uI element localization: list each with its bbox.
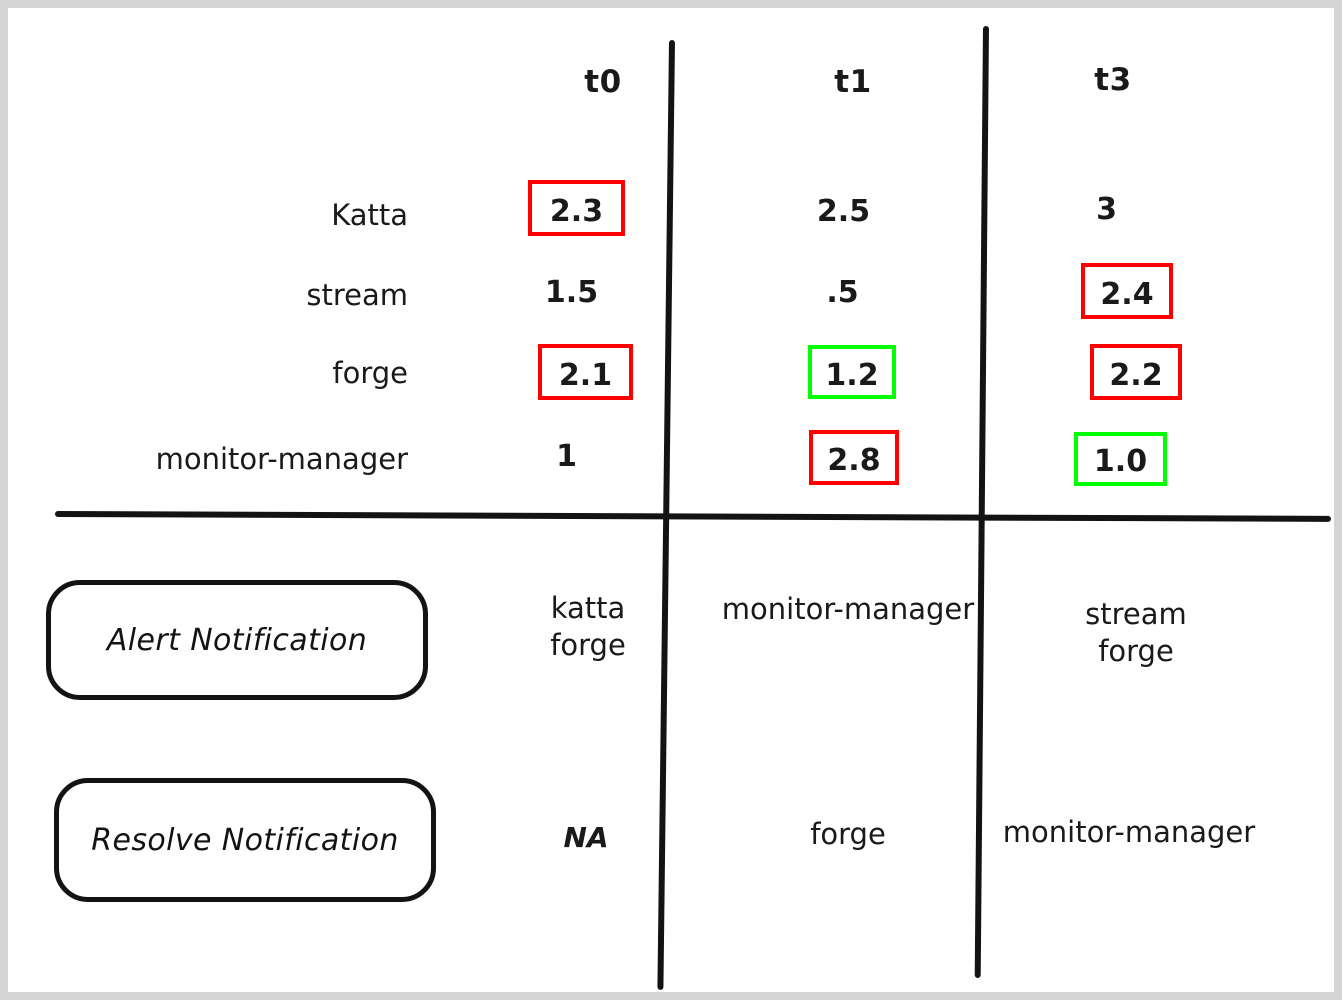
alert-value-t1: monitor-manager [721, 592, 975, 626]
value-katta-t1: 2.5 [816, 194, 871, 229]
resolve-notification-label: Resolve Notification [91, 822, 399, 858]
alert-notification-pill[interactable]: Alert Notification [46, 580, 428, 700]
highlight-box-red-katta-t0 [528, 180, 625, 236]
value-stream-t1: .5 [826, 275, 859, 310]
resolve-value-t0: NA [563, 821, 609, 854]
row-label-stream: stream [306, 278, 408, 312]
column-header-t1: t1 [834, 64, 872, 100]
highlight-box-red-forge-t0 [538, 344, 633, 400]
value-forge-t1: 1.2 [825, 358, 879, 393]
row-label-forge: forge [332, 356, 408, 390]
resolve-value-t1: forge [810, 817, 886, 851]
highlight-box-red-monitor-manager-t1 [809, 430, 899, 485]
highlight-box-red-stream-t3 [1081, 263, 1173, 319]
value-monitor-manager-t3: 1.0 [1093, 444, 1148, 479]
horizontal-divider-metrics-notifications [54, 511, 1332, 522]
value-katta-t0: 2.3 [549, 194, 604, 229]
alert-value-t3: stream forge [1085, 597, 1187, 669]
value-monitor-manager-t0: 1 [556, 439, 577, 474]
row-label-monitor-manager: monitor-manager [155, 442, 408, 476]
resolve-notification-pill[interactable]: Resolve Notification [54, 778, 436, 902]
resolve-value-t3: monitor-manager [1002, 815, 1256, 849]
highlight-box-green-monitor-manager-t3 [1074, 432, 1167, 486]
value-stream-t3: 2.4 [1100, 277, 1154, 312]
value-forge-t3: 2.2 [1109, 358, 1163, 393]
column-header-t3: t3 [1094, 62, 1132, 98]
value-forge-t0: 2.1 [558, 358, 613, 393]
value-stream-t0: 1.5 [544, 275, 599, 310]
alert-value-t0: katta forge [550, 591, 626, 663]
row-label-katta: Katta [331, 198, 408, 232]
alert-notification-label: Alert Notification [106, 622, 368, 658]
whiteboard-surface: t0 t1 t3 Katta stream forge monitor-mana… [8, 8, 1334, 992]
column-header-t0: t0 [584, 64, 622, 100]
highlight-box-green-forge-t1 [808, 345, 896, 399]
highlight-box-red-forge-t3 [1090, 344, 1182, 400]
value-monitor-manager-t1: 2.8 [827, 443, 881, 478]
value-katta-t3: 3 [1096, 192, 1117, 227]
